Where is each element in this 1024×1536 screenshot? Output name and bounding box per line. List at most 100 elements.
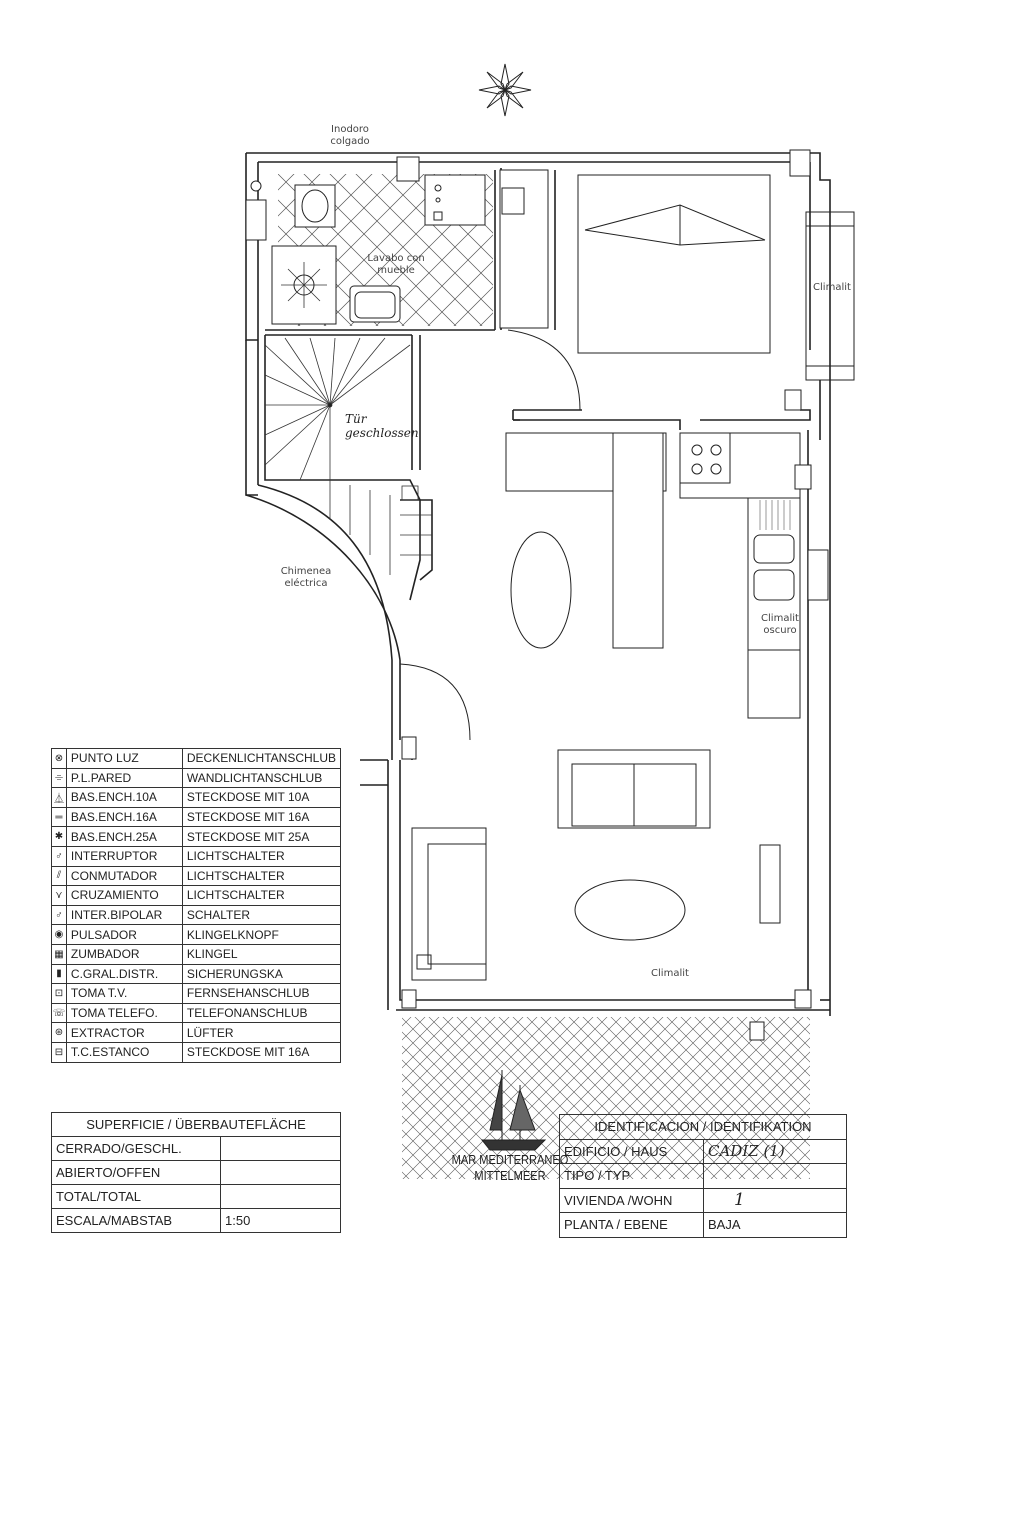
logo-line-2: MITTELMEER xyxy=(474,1168,546,1183)
legend-spanish-label: INTER.BIPOLAR xyxy=(65,904,183,926)
washbasin-label: Lavabo con mueble xyxy=(367,253,425,276)
legend-german-label: WANDLICHTANSCHLUB xyxy=(181,767,342,789)
surface-header: SUPERFICIE / ÜBERBAUTEFLÄCHE xyxy=(51,1112,341,1137)
legend-spanish-label: T.C.ESTANCO xyxy=(65,1041,183,1063)
legend-spanish-label: CONMUTADOR xyxy=(65,865,183,887)
living-room-furniture xyxy=(399,531,812,1041)
socket-16a-icon: ═ xyxy=(51,806,67,828)
ident-header: IDENTIFICACION / IDENTIFIKATION xyxy=(559,1114,847,1140)
surface-label: CERRADO/GESCHL. xyxy=(51,1136,221,1161)
legend-spanish-label: BAS.ENCH.10A xyxy=(65,787,183,808)
legend-german-label: KLINGEL xyxy=(181,943,342,965)
legend-german-label: LICHTSCHALTER xyxy=(181,865,342,887)
dwelling-value: 1 xyxy=(703,1187,847,1213)
legend-german-label: LICHTSCHALTER xyxy=(181,885,342,906)
legend-german-label: SICHERUNGSKA xyxy=(181,963,342,985)
buzzer-icon: ▦ xyxy=(51,943,67,965)
legend-german-label: STECKDOSE MIT 16A xyxy=(181,806,342,828)
distribution-box-icon: ▮ xyxy=(51,963,67,985)
ident-label: PLANTA / EBENE xyxy=(559,1212,704,1238)
company-logo-text: MAR MEDITERRANEO MITTELMEER xyxy=(442,1152,578,1184)
walls xyxy=(245,152,831,1016)
legend-german-label: DECKENLICHTANSCHLUB xyxy=(181,748,342,769)
legend-spanish-label: CRUZAMIENTO xyxy=(65,885,183,906)
legend-spanish-label: TOMA T.V. xyxy=(65,983,183,1004)
bipolar-switch-icon: ♂ xyxy=(51,904,67,926)
surface-value xyxy=(220,1136,341,1161)
legend-spanish-label: BAS.ENCH.25A xyxy=(65,826,183,847)
building-value: CADIZ (1) xyxy=(703,1138,847,1164)
crossover-switch-icon: ⋎ xyxy=(51,885,67,906)
legend-row: ☏TOMA TELEFO.TELEFONANSCHLUB xyxy=(51,1002,342,1024)
commutator-icon: ⫽ xyxy=(51,865,67,887)
legend-spanish-label: PUNTO LUZ xyxy=(65,748,183,769)
legend-spanish-label: ZUMBADOR xyxy=(65,943,183,965)
legend-german-label: FERNSEHANSCHLUB xyxy=(181,983,342,1004)
legend-german-label: STECKDOSE MIT 10A xyxy=(181,787,342,808)
floor-value: BAJA xyxy=(703,1212,847,1238)
legend-german-label: STECKDOSE MIT 16A xyxy=(181,1041,342,1063)
surface-label: ABIERTO/OFFEN xyxy=(51,1160,221,1185)
fireplace-label: Chimenea eléctrica xyxy=(280,566,332,589)
type-value xyxy=(703,1163,847,1189)
logo-line-1: MAR MEDITERRANEO xyxy=(451,1152,569,1167)
kitchen xyxy=(505,432,829,719)
legend-spanish-label: TOMA TELEFO. xyxy=(65,1002,183,1024)
wall-light-icon: ⌯ xyxy=(51,767,67,789)
legend-spanish-label: BAS.ENCH.16A xyxy=(65,806,183,828)
kitchen-window-label: Climalit oscuro xyxy=(761,613,799,636)
legend-row: ⊡TOMA T.V.FERNSEHANSCHLUB xyxy=(51,983,342,1004)
push-button-icon: ◉ xyxy=(51,924,67,945)
legend-german-label: LÜFTER xyxy=(181,1022,342,1043)
identification-table: IDENTIFICACION / IDENTIFIKATION EDIFICIO… xyxy=(559,1114,847,1238)
bedroom xyxy=(499,149,855,411)
phone-socket-icon: ☏ xyxy=(51,1002,67,1024)
legend-spanish-label: INTERRUPTOR xyxy=(65,845,183,867)
legend-german-label: KLINGELKNOPF xyxy=(181,924,342,945)
legend-spanish-label: EXTRACTOR xyxy=(65,1022,183,1043)
scale-value: 1:50 xyxy=(220,1208,341,1233)
surface-value xyxy=(220,1160,341,1185)
legend-spanish-label: P.L.PARED xyxy=(65,767,183,789)
tv-socket-icon: ⊡ xyxy=(51,983,67,1004)
extractor-fan-icon: ⊛ xyxy=(51,1022,67,1043)
living-window-label: Climalit xyxy=(651,968,689,979)
surface-value xyxy=(220,1184,341,1209)
north-star-icon xyxy=(478,63,532,117)
legend-row: ▮C.GRAL.DISTR.SICHERUNGSKA xyxy=(51,963,342,985)
ident-label: EDIFICIO / HAUS xyxy=(559,1138,704,1164)
surface-label: ESCALA/MABSTAB xyxy=(51,1208,221,1233)
surface-table: SUPERFICIE / ÜBERBAUTEFLÄCHE CERRADO/GES… xyxy=(51,1112,341,1233)
socket-25a-icon: ✱ xyxy=(51,826,67,847)
ident-label: VIVIENDA /WOHN xyxy=(559,1187,704,1213)
staircase xyxy=(264,337,432,575)
surface-label: TOTAL/TOTAL xyxy=(51,1184,221,1209)
legend-german-label: STECKDOSE MIT 25A xyxy=(181,826,342,847)
ident-label: TIPO / TYP xyxy=(559,1163,704,1189)
socket-10a-icon: ⏅ xyxy=(51,787,67,808)
handwritten-stair-note: Tür geschlossen xyxy=(345,412,419,440)
toilet-label: Inodoro colgado xyxy=(330,124,370,147)
switch-icon: ♂ xyxy=(51,845,67,867)
bathroom-fixtures xyxy=(245,156,486,325)
legend-german-label: LICHTSCHALTER xyxy=(181,845,342,867)
legend-spanish-label: C.GRAL.DISTR. xyxy=(65,963,183,985)
bedroom-window-label: Climalit xyxy=(813,282,851,293)
legend-german-label: SCHALTER xyxy=(181,904,342,926)
legend-german-label: TELEFONANSCHLUB xyxy=(181,1002,342,1024)
ship-logo-icon xyxy=(480,1070,547,1151)
legend-spanish-label: PULSADOR xyxy=(65,924,183,945)
